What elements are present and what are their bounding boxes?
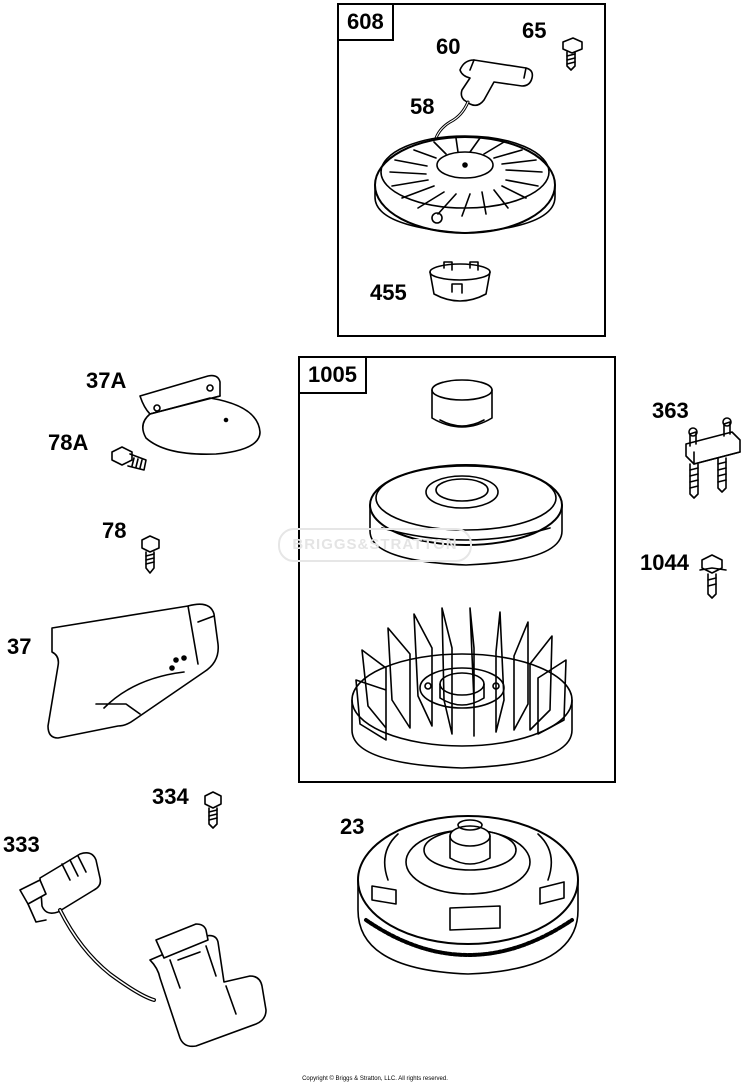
kit-1005-box: 1005 [298,356,616,783]
bolt-65-drawing [562,37,583,71]
part-label-37A: 37A [86,368,127,393]
copyright-notice: Copyright © Briggs & Stratton, LLC. All … [302,1076,448,1082]
part-label-455: 455 [370,280,407,305]
part-label-60: 60 [436,34,461,59]
screen-drawing [369,464,563,566]
kit-608-label: 608 [339,5,394,41]
bolt-1044-drawing [699,554,727,599]
fan-drawing [351,607,573,769]
shroud-37-drawing [47,603,220,739]
part-label-1044: 1044 [640,550,689,575]
starter-handle-60-drawing [459,59,534,107]
part-label-23: 23 [340,814,365,839]
kit-608-box: 608 [337,3,606,337]
starter-housing-drawing [374,135,556,234]
part-label-65: 65 [522,18,547,43]
bracket-363-drawing [685,417,741,499]
part-label-333: 333 [3,832,40,857]
bracket-37A-drawing [139,374,261,455]
screw-78-drawing [141,535,160,574]
part-label-58: 58 [410,94,435,119]
brand-watermark: BRIGGS&STRATTON [278,528,472,562]
part-label-334: 334 [152,784,189,809]
part-label-78: 78 [102,518,127,543]
flywheel-23-drawing [357,815,579,975]
part-label-37: 37 [7,634,32,659]
starter-cup-455-drawing [429,261,491,302]
cap-drawing [431,379,493,428]
part-label-78A: 78A [48,430,89,455]
screw-334-drawing [204,791,222,829]
screw-78A-drawing [111,446,147,471]
part-label-363: 363 [652,398,689,423]
armature-333-drawing [19,852,267,1048]
kit-1005-label: 1005 [300,358,367,394]
